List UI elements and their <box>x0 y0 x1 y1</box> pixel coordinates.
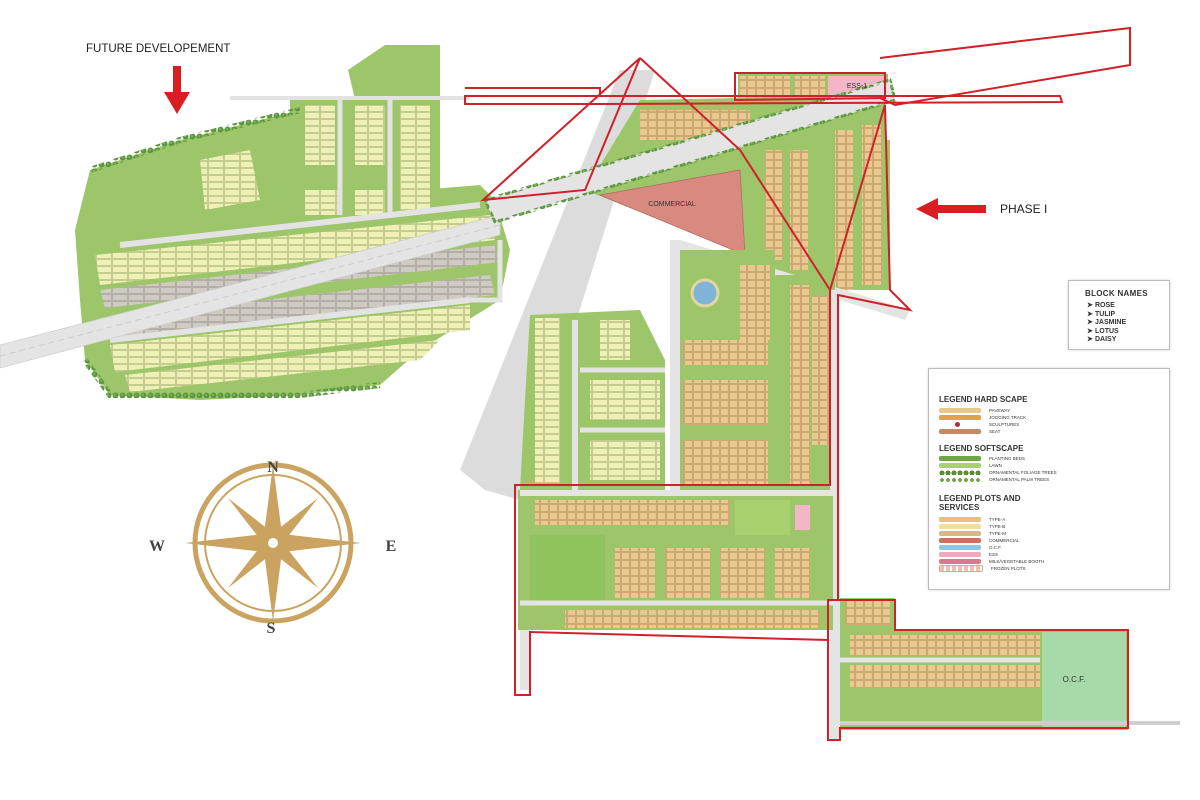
legend-row: COMMERCIAL <box>939 537 1020 543</box>
ess-swatch <box>939 551 981 557</box>
middle-block <box>520 310 665 490</box>
phase-boundaries <box>464 26 1131 741</box>
phase-one-label: PHASE I <box>1000 202 1048 216</box>
frozen-swatch <box>939 564 983 572</box>
legend-row: O.C.F. <box>939 544 1002 550</box>
compass-south: S <box>267 620 276 637</box>
commercial-label: COMMERCIAL <box>648 201 696 208</box>
palm-swatch <box>939 476 981 482</box>
legend-row: FROZEN PLOTS <box>939 564 1026 572</box>
legend-row: ORNAMENTAL PALM TREES <box>939 476 1049 482</box>
legend-row: PAVEWAY <box>939 407 1010 413</box>
legend-row: SCULPTURES <box>939 421 1019 427</box>
list-item: ➤TULIP <box>1087 310 1116 318</box>
commercial-swatch <box>939 537 981 543</box>
chevron-right-icon: ➤ <box>1087 336 1093 344</box>
block-names-title: BLOCK NAMES <box>1085 289 1148 298</box>
phase-arrow <box>916 198 986 220</box>
list-item: ➤DAISY <box>1087 336 1117 344</box>
foliage-swatch <box>939 469 981 475</box>
legend-row: JOGGING TRACK <box>939 414 1026 420</box>
future-arrow <box>164 66 190 114</box>
compass-north: N <box>267 459 279 476</box>
future-development-area <box>75 45 510 400</box>
jogging-swatch <box>939 414 981 420</box>
type-a-swatch <box>939 516 981 522</box>
legend-row: PLANTING BEDS <box>939 455 1025 461</box>
compass-west: W <box>149 538 165 555</box>
phase-one-area <box>482 74 1180 740</box>
type-m-swatch <box>939 530 981 536</box>
compass-rose <box>185 462 361 624</box>
chevron-right-icon: ➤ <box>1087 310 1093 318</box>
block-names-list: ➤ROSE ➤TULIP ➤JASMINE ➤LOTUS ➤DAISY <box>1087 302 1126 345</box>
block-names-panel: BLOCK NAMES ➤ROSE ➤TULIP ➤JASMINE ➤LOTUS… <box>1068 280 1170 350</box>
chevron-right-icon: ➤ <box>1087 327 1093 335</box>
ocf-swatch <box>939 544 981 550</box>
list-item: ➤JASMINE <box>1087 319 1127 327</box>
legend-panel: LEGEND HARD SCAPE PAVEWAY JOGGING TRACK … <box>928 368 1170 590</box>
legend-row: ESS <box>939 551 998 557</box>
list-item: ➤LOTUS <box>1087 327 1119 335</box>
chevron-right-icon: ➤ <box>1087 319 1093 327</box>
highway <box>0 214 501 369</box>
legend-plots-title-2: SERVICES <box>939 503 980 512</box>
ocf-plot <box>1042 632 1126 727</box>
planting-swatch <box>939 455 981 461</box>
compass-east: E <box>386 538 397 555</box>
legend-row: TYPE-M <box>939 530 1006 536</box>
legend-hard-title: LEGEND HARD SCAPE <box>939 395 1028 404</box>
legend-row: SEAT <box>939 428 1000 434</box>
ess-label: ESS-1 <box>847 83 867 90</box>
future-development-label: FUTURE DEVELOPEMENT <box>86 43 231 55</box>
pond <box>690 278 720 308</box>
chevron-right-icon: ➤ <box>1087 302 1093 309</box>
legend-row: TYPE-A <box>939 516 1005 522</box>
list-item: ➤ROSE <box>1087 302 1115 309</box>
legend-row: LAWN <box>939 462 1002 468</box>
type-b-swatch <box>939 523 981 529</box>
commercial-plot <box>598 169 746 256</box>
legend-row: ORNAMENTAL FOLIAGE TREES <box>939 469 1057 475</box>
legend-soft-title: LEGEND SOFTSCAPE <box>939 444 1024 453</box>
lawn-swatch <box>939 462 981 468</box>
pavement-swatch <box>939 407 981 413</box>
booth-swatch <box>939 558 981 564</box>
legend-row: TYPE-B <box>939 523 1005 529</box>
legend-row: MILK/VEGETABLE BOOTH <box>939 558 1044 564</box>
ocf-label: O.C.F. <box>1063 675 1086 684</box>
sculpture-swatch <box>939 421 981 427</box>
legend-plots-title: LEGEND PLOTS AND <box>939 494 1021 503</box>
seat-swatch <box>939 428 981 434</box>
